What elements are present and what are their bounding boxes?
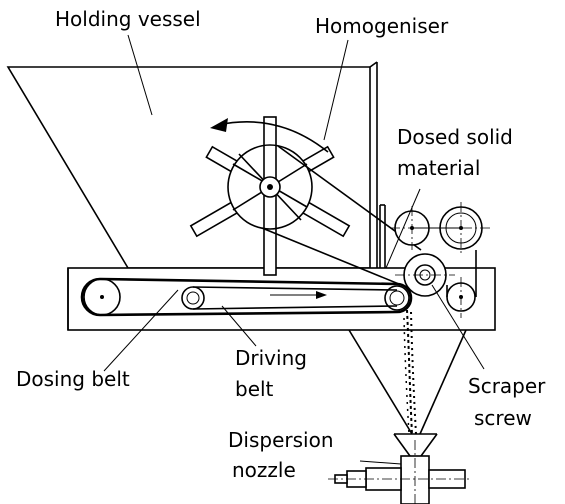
dosing-belt [80,277,413,317]
label-dosing-belt: Dosing belt [16,367,130,391]
driving-belt [181,286,398,310]
leader-lines [103,34,485,465]
collection-funnel [348,329,467,457]
label-dosed-solid-line2: material [397,156,480,180]
dispersion-nozzle [328,440,470,504]
label-scraper-screw-line2: screw [474,406,532,430]
upper-rollers [390,202,490,254]
homogeniser [189,116,351,276]
label-homogeniser: Homogeniser [315,14,449,38]
labels: Holding vessel Homogeniser Dosed solid m… [16,7,546,482]
scraper-screw [395,250,477,318]
falling-material-stream [403,309,417,435]
label-driving-belt-line1: Driving [235,346,307,370]
label-scraper-screw-line1: Scraper [468,374,546,398]
label-holding-vessel: Holding vessel [55,7,201,31]
label-dispersion-nozzle-line2: nozzle [232,458,296,482]
rotation-arrow [217,121,329,153]
label-dispersion-nozzle-line1: Dispersion [228,428,334,452]
label-dosed-solid-line1: Dosed solid [397,125,513,149]
label-driving-belt-line2: belt [235,377,274,401]
